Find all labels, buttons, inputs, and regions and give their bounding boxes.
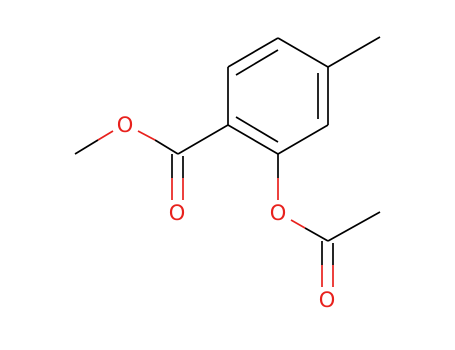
acetoxy-methyl-bond: [327, 211, 381, 242]
ester-o-methyl-bond-c: [74, 139, 99, 155]
oxygen-atom-acetoxy-carbonyl: O: [319, 288, 336, 312]
methyl-ester-group: [74, 124, 229, 200]
ring-bond-5: [227, 124, 279, 155]
oxygen-atom-ester-carbonyl: O: [169, 201, 186, 225]
ring-bond-1: [227, 37, 279, 68]
ring-methyl-bond: [327, 36, 381, 68]
oxygen-atom-ester-single: O: [117, 113, 134, 137]
ring-bond-5-inner: [235, 116, 279, 143]
ring-bond-4: [277, 124, 329, 155]
ring-bond-2: [277, 37, 329, 68]
benzene-ring: [227, 37, 329, 155]
ester-o-methyl-bond-o: [97, 130, 114, 141]
ring-bond-1-inner: [235, 49, 279, 76]
ester-carbon-bond: [177, 124, 229, 155]
ester-co-single-bond-o: [137, 130, 156, 141]
oxygen-atom-acetoxy-single: O: [270, 201, 287, 225]
acetoxy-o-c-bond-c: [304, 227, 329, 242]
acetoxy-group: [277, 154, 381, 287]
acetoxy-o-c-bond-o: [290, 219, 306, 229]
ester-co-single-bond-c: [154, 139, 179, 155]
